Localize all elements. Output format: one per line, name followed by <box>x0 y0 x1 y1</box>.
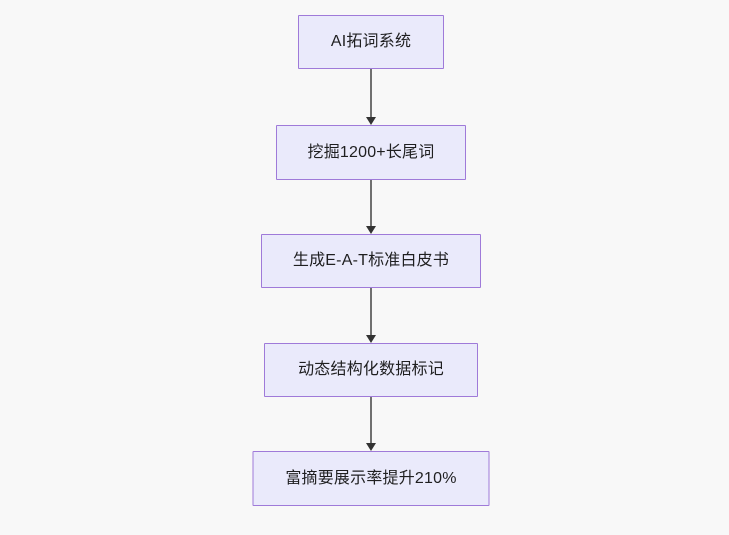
flow-node-label: AI拓词系统 <box>330 33 412 51</box>
flow-node-ai-keyword-system[interactable]: AI拓词系统 <box>298 15 444 69</box>
flow-node-mine-longtail-keywords[interactable]: 挖掘1200+长尾词 <box>276 125 466 180</box>
connector-line <box>370 69 372 118</box>
flow-connector-1 <box>365 69 377 125</box>
flow-node-rich-snippet-uplift[interactable]: 富摘要展示率提升210% <box>252 451 490 506</box>
flow-node-dynamic-structured-data[interactable]: 动态结构化数据标记 <box>264 343 478 397</box>
arrow-head-down-icon <box>366 226 376 234</box>
flow-node-label: 生成E-A-T标准白皮书 <box>292 252 450 270</box>
connector-line <box>370 180 372 227</box>
flow-connector-3 <box>365 288 377 343</box>
connector-line <box>370 397 372 444</box>
flow-node-label: 富摘要展示率提升210% <box>285 469 457 487</box>
arrow-head-down-icon <box>366 335 376 343</box>
flow-connector-4 <box>365 397 377 451</box>
arrow-head-down-icon <box>366 117 376 125</box>
flow-connector-2 <box>365 180 377 234</box>
arrow-head-down-icon <box>366 443 376 451</box>
flow-node-label: 动态结构化数据标记 <box>298 361 444 379</box>
connector-line <box>370 288 372 336</box>
flow-node-label: 挖掘1200+长尾词 <box>307 143 435 161</box>
flow-node-generate-eat-whitepaper[interactable]: 生成E-A-T标准白皮书 <box>261 234 481 288</box>
